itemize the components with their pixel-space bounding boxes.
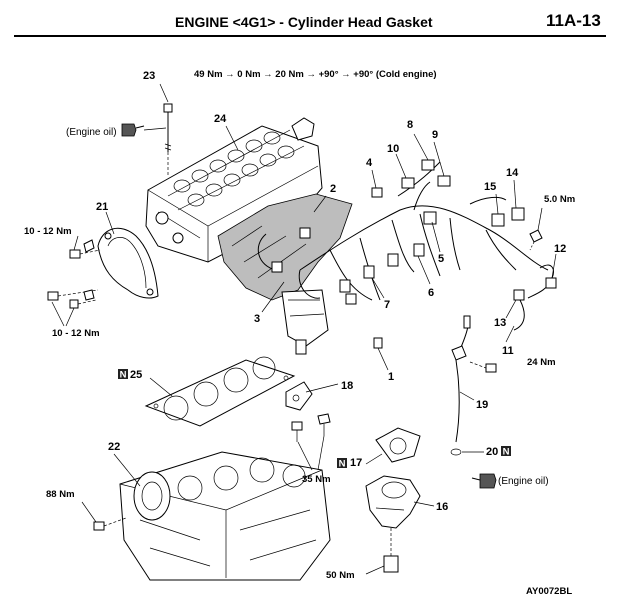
new-part-mark-20: N bbox=[503, 447, 510, 458]
callout-25: 25 bbox=[130, 369, 142, 381]
callout-24: 24 bbox=[214, 113, 227, 125]
figure-code: AY0072BL bbox=[526, 586, 572, 597]
engine-oil-note-right: (Engine oil) bbox=[498, 476, 549, 487]
page-title: ENGINE <4G1> - Cylinder Head Gasket bbox=[175, 14, 433, 30]
leader-lines bbox=[51, 83, 557, 575]
torque-10-12-upper: 10 - 12 Nm bbox=[24, 226, 72, 237]
callout-1: 1 bbox=[388, 371, 394, 383]
callout-7: 7 bbox=[384, 299, 390, 311]
torque-88nm: 88 Nm bbox=[46, 489, 75, 500]
callout-16: 16 bbox=[436, 501, 448, 513]
exhaust-manifold bbox=[217, 193, 353, 355]
water-outlet bbox=[365, 427, 421, 573]
new-part-mark-17: N bbox=[339, 459, 346, 470]
torque-labels: 49 Nm → 0 Nm → 20 Nm → +90° → +90° (Cold… bbox=[24, 69, 575, 597]
callout-17: 17 bbox=[350, 457, 362, 469]
callout-21: 21 bbox=[96, 201, 108, 213]
cylinder-block bbox=[93, 451, 331, 581]
callout-15: 15 bbox=[484, 181, 496, 193]
torque-5nm: 5.0 Nm bbox=[544, 194, 575, 205]
timing-belt-cover bbox=[97, 227, 159, 299]
header-rule bbox=[14, 35, 606, 37]
callout-13: 13 bbox=[494, 317, 506, 329]
torque-35nm: 35 Nm bbox=[302, 474, 331, 485]
bracket bbox=[285, 381, 331, 442]
torque-50nm: 50 Nm bbox=[326, 570, 355, 581]
callout-19: 19 bbox=[476, 399, 488, 411]
page-header: ENGINE <4G1> - Cylinder Head Gasket 11A-… bbox=[0, 0, 620, 40]
torque-10-12-lower: 10 - 12 Nm bbox=[52, 328, 100, 339]
new-part-marks: N N N bbox=[118, 369, 511, 470]
callout-23: 23 bbox=[143, 70, 155, 82]
callout-4: 4 bbox=[366, 157, 373, 169]
callout-14: 14 bbox=[506, 167, 519, 179]
callout-11: 11 bbox=[502, 345, 514, 357]
torque-24nm: 24 Nm bbox=[527, 357, 556, 368]
callout-9: 9 bbox=[432, 129, 438, 141]
head-gasket bbox=[144, 356, 296, 427]
callout-12: 12 bbox=[554, 243, 566, 255]
torque-bolt-23: 49 Nm → 0 Nm → 20 Nm → +90° → +90° (Cold… bbox=[194, 69, 437, 80]
callout-2: 2 bbox=[330, 183, 336, 195]
oil-level-guide bbox=[450, 315, 497, 489]
callout-3: 3 bbox=[254, 313, 260, 325]
callout-labels: 23 24 2 21 3 4 8 9 10 5 6 7 1 15 14 12 1… bbox=[96, 70, 566, 513]
callout-10: 10 bbox=[387, 143, 399, 155]
page-number: 11A-13 bbox=[546, 11, 601, 30]
callout-6: 6 bbox=[428, 287, 434, 299]
cover-bolts bbox=[47, 239, 101, 309]
head-bolt bbox=[121, 103, 173, 176]
callout-20: 20 bbox=[486, 446, 498, 458]
wiring-harness bbox=[257, 159, 557, 349]
callout-8: 8 bbox=[407, 119, 413, 131]
callout-22: 22 bbox=[108, 441, 120, 453]
callout-18: 18 bbox=[341, 380, 353, 392]
new-part-mark-25: N bbox=[120, 370, 127, 381]
harness-bracket-bolt bbox=[529, 229, 543, 251]
callout-5: 5 bbox=[438, 253, 444, 265]
engine-oil-note-left: (Engine oil) bbox=[66, 127, 117, 138]
